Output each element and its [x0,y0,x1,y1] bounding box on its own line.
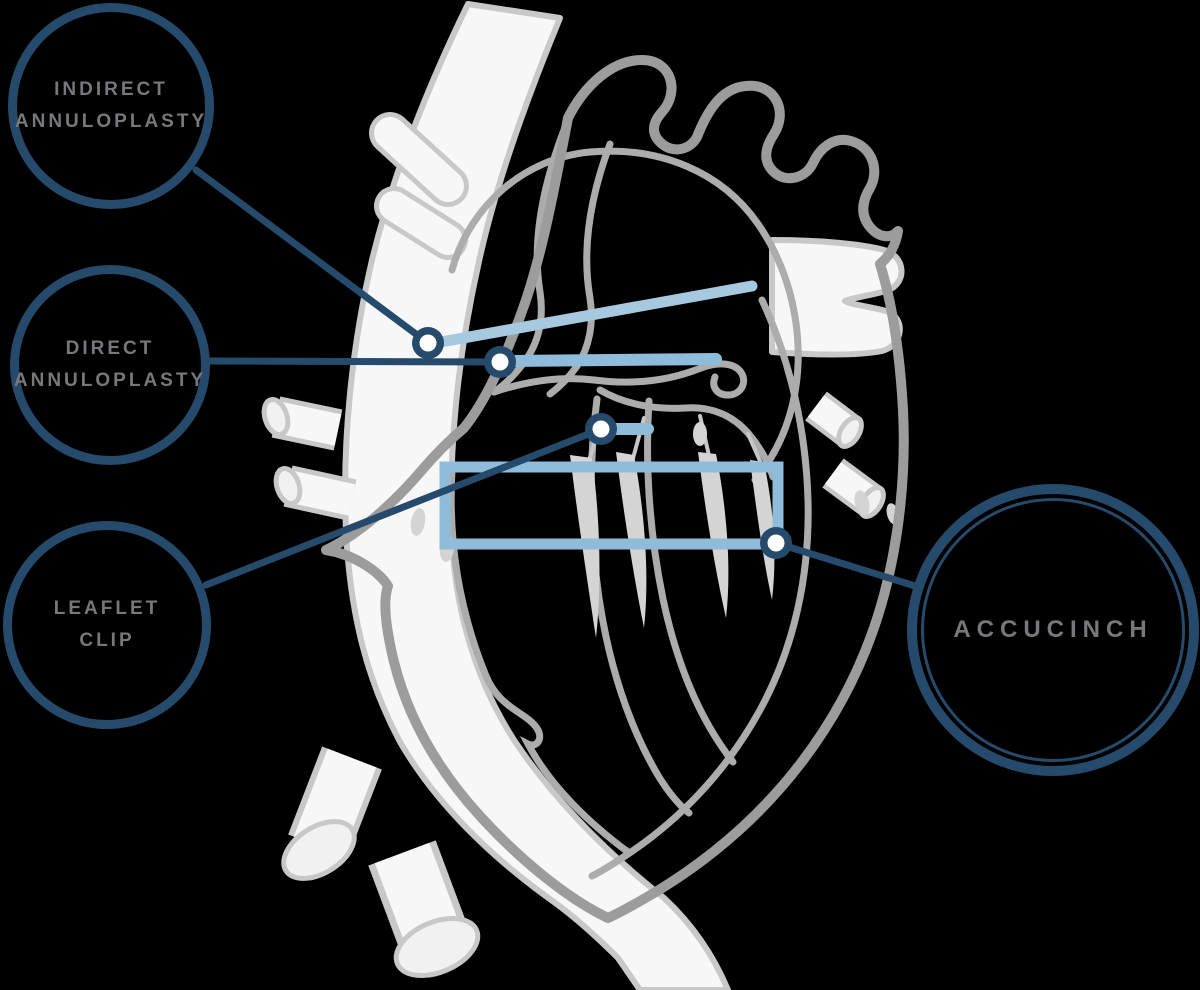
mitral-valve-leaflet-upper [490,360,748,399]
label-line: CLIP [79,630,135,651]
vessel-stubs-right [805,391,886,519]
label-line: ANNULOPLASTY [14,111,208,132]
mitral-valve-leaflet-lower [596,386,777,481]
direct-annuloplasty-device-line [497,353,722,367]
accucinch-device-rectangle [439,461,784,550]
label-line: DIRECT [65,338,155,359]
vessel-tubes-bottom [281,746,481,978]
aortic-channel-left [490,126,568,396]
callout-direct-annuloplasty: DIRECT ANNULOPLASTY [10,265,210,465]
vessel-stubs-left [261,396,357,521]
right-endocardium-line [588,296,812,880]
leader-line-indirect [192,166,432,347]
leader-line-accucinch [772,539,919,590]
left-ventricle-wall [447,466,632,856]
label-line: LEAFLET [53,598,161,619]
label-line: ACCUCINCH [953,616,1153,643]
papillary-muscles [410,414,900,638]
vessel-branch-upper-stubs [369,112,469,260]
leader-dot-direct [484,346,516,378]
heart-outer-boundary [321,55,909,923]
leader-dot-leaflet [585,413,617,445]
leader-line-direct [204,357,504,366]
callout-leaflet-clip: LEAFLET CLIP [3,521,211,729]
label-line: ANNULOPLASTY [13,370,207,391]
leader-line-leaflet [202,425,605,589]
pulmonary-fork-vessel [769,237,905,358]
septum-right-line [644,397,737,766]
leader-dot-accucinch [760,527,792,559]
callout-direct-annuloplasty-label: DIRECT ANNULOPLASTY [14,333,206,397]
callout-accucinch: ACCUCINCH [907,484,1199,776]
callout-leaflet-clip-label: LEAFLET CLIP [54,593,161,657]
callout-accucinch-label: ACCUCINCH [953,614,1152,646]
label-line: INDIRECT [54,79,168,100]
callout-indirect-annuloplasty: INDIRECT ANNULOPLASTY [8,3,214,209]
callout-indirect-annuloplasty-label: INDIRECT ANNULOPLASTY [15,74,207,138]
leader-dot-indirect [412,327,444,359]
indirect-annuloplasty-device-line [424,280,758,350]
